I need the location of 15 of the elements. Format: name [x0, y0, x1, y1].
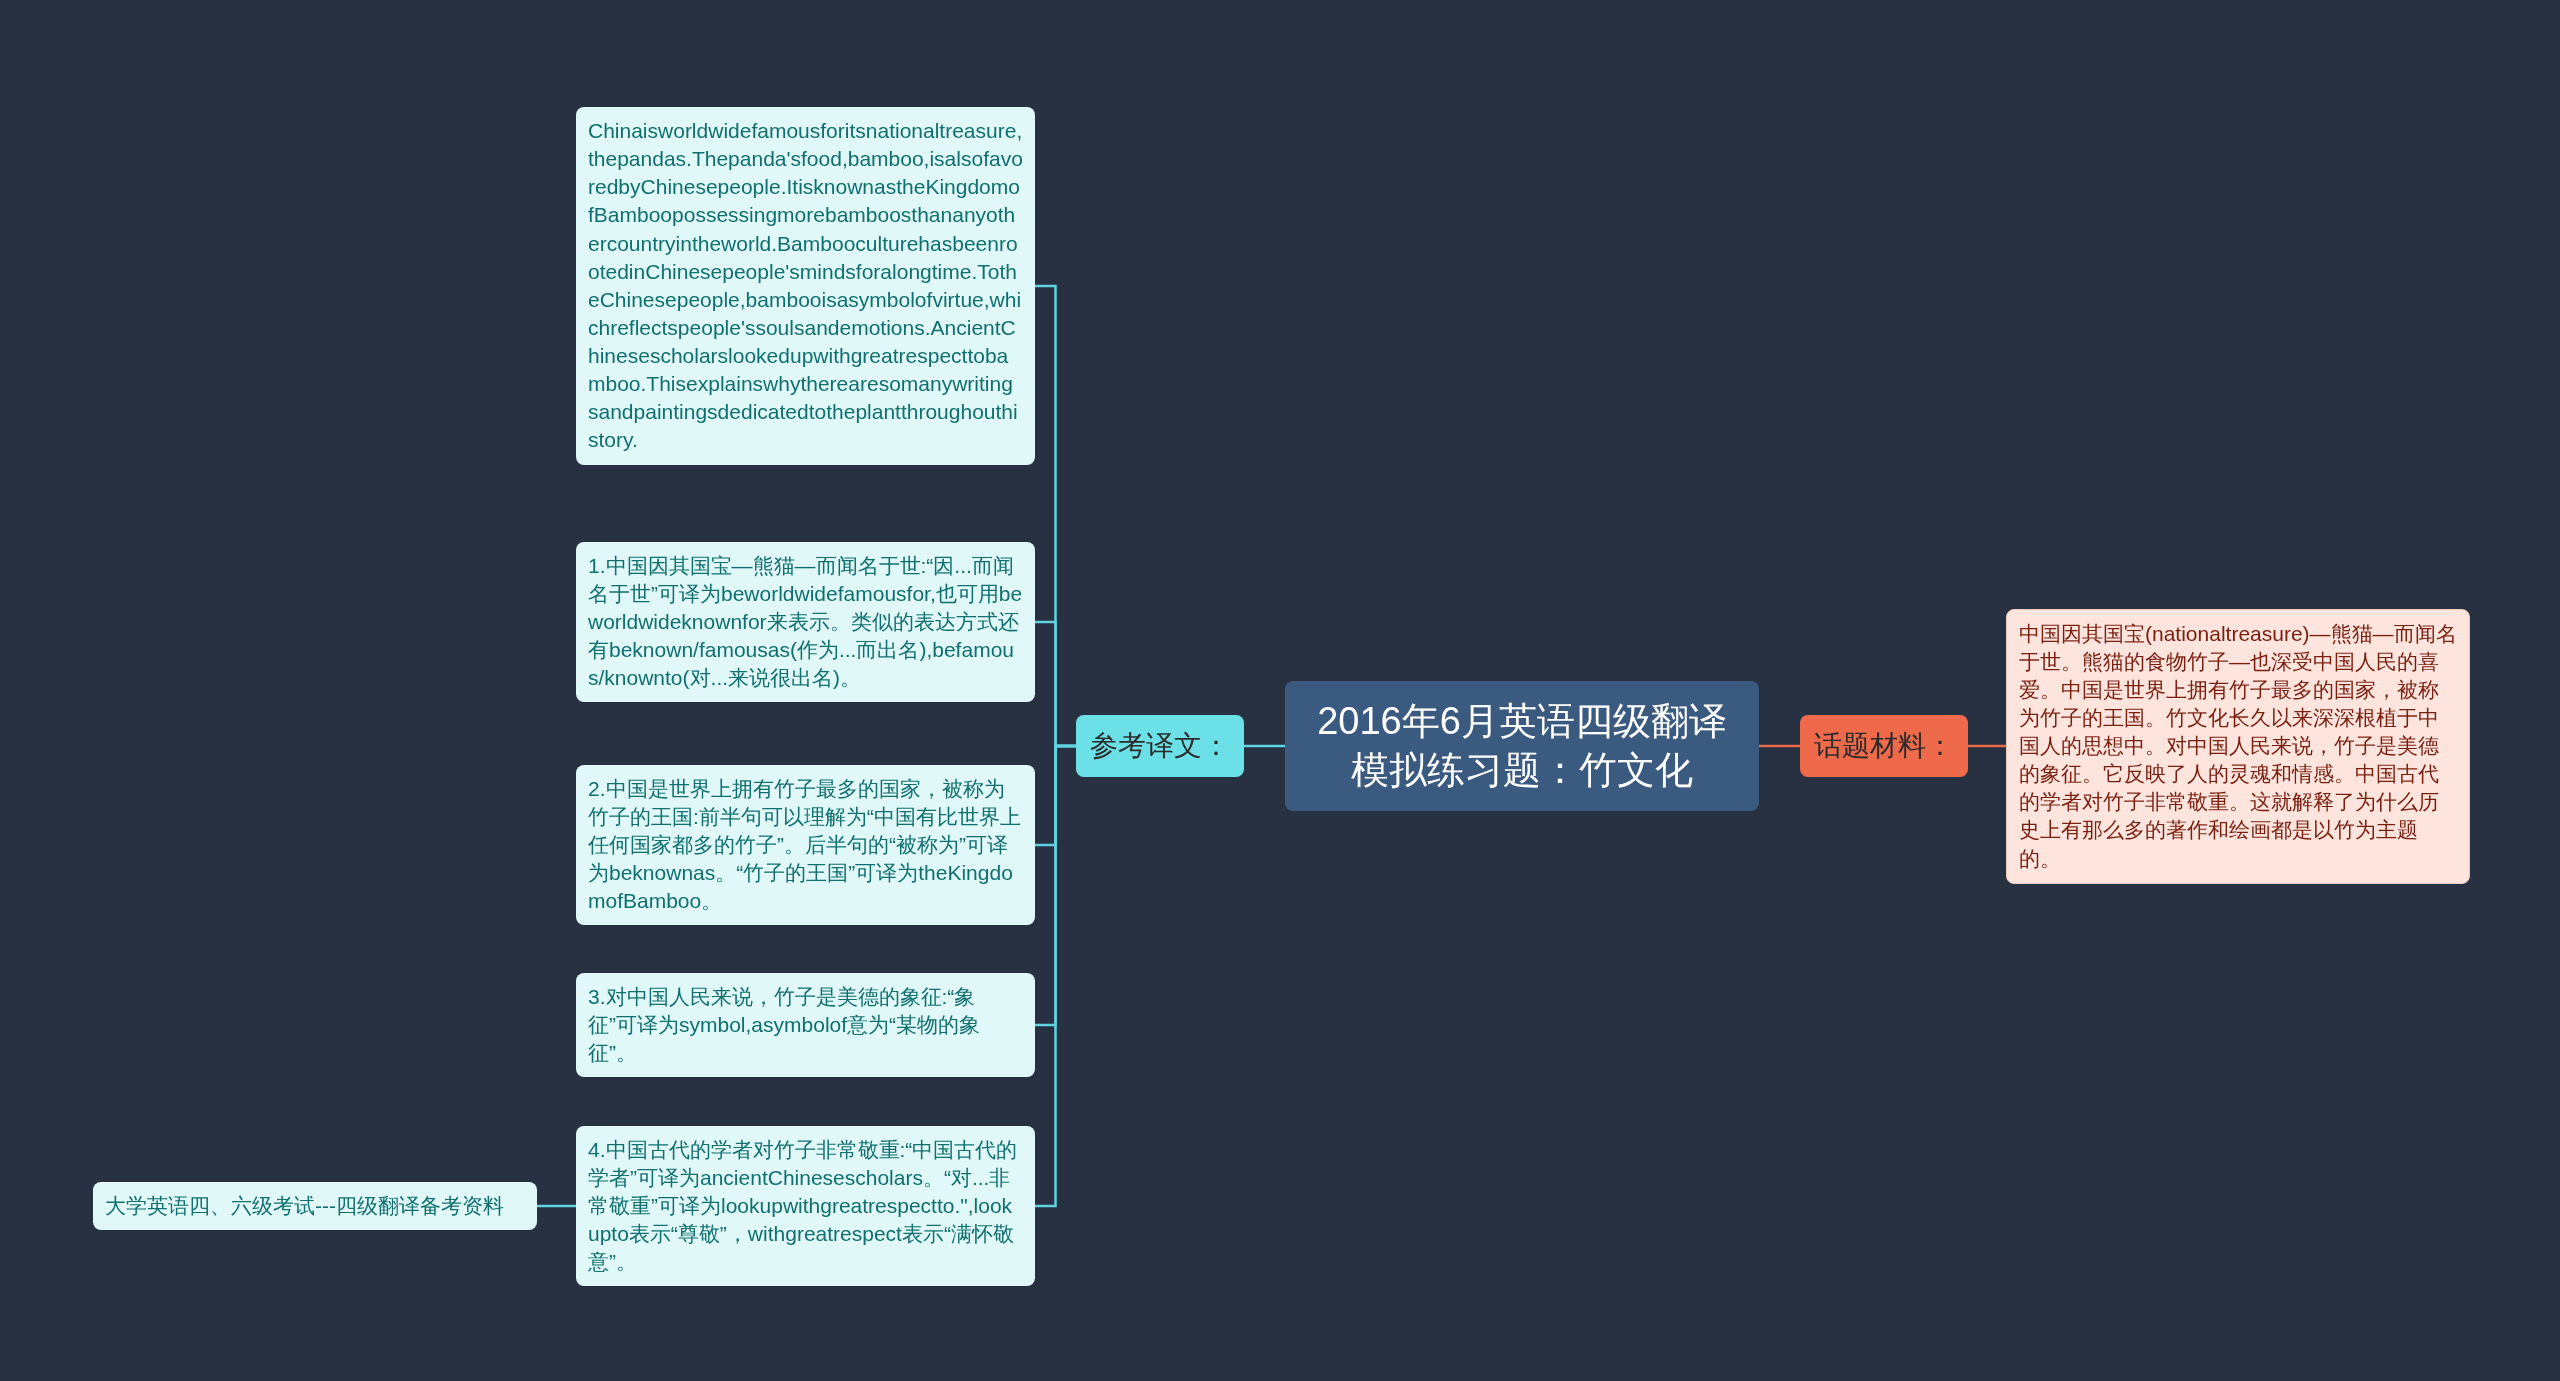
note-card: 大学英语四、六级考试---四级翻译备考资料	[93, 1182, 537, 1231]
connector-line	[537, 1204, 576, 1208]
note-card: 4.中国古代的学者对竹子非常敬重:“中国古代的学者”可译为ancientChinesescholars。“对...非常敬重”可译为lookupwithgreatrespectto.",lookupto表示“尊敬”，withgreatrespect表示“满怀敬意”。	[576, 1125, 1035, 1287]
connector-line	[1244, 744, 1285, 748]
branch-box: 话题材料：	[1800, 715, 1968, 777]
note-card: Chinaisworldwidefamousforitsnationaltreasure,thepandas.Thepanda'sfood,bamboo,isalsofavoredbyChinesepeople.ItisknownastheKingdomofBamboopossessingmorebamboosthananyothercountryintheworld.BambooculturehasbeenrootedinChinesepeople'smindsforalongtime.TotheChinesepeople,bambooisasymbolofvirtue,whichreflectspeople'ssoulsandemotions.AncientChinesescholarslookedupwithgreatrespecttobamboo.Thisexplainswhytherearesomanywritingsandpaintingsdedicatedtotheplantthroughouthistory.	[576, 107, 1035, 465]
branch-box: 参考译文：	[1076, 715, 1244, 777]
connector-line	[1759, 744, 1800, 748]
note-card: 2.中国是世界上拥有竹子最多的国家，被称为竹子的王国:前半句可以理解为“中国有比世界上任何国家都多的竹子”。后半句的“被称为”可译为beknownas。“竹子的王国”可译为theKingdomofBamboo。	[576, 764, 1035, 926]
connector-line	[1968, 744, 2006, 748]
connector-line	[1035, 744, 1076, 1208]
note-card: 中国因其国宝(nationaltreasure)—熊猫—而闻名于世。熊猫的食物竹子—也深受中国人民的喜爱。中国是世界上拥有竹子最多的国家，被称为竹子的王国。竹文化长久以来深深根植于中国人的思想中。对中国人民来说，竹子是美德的象征。它反映了人的灵魂和情感。中国古代的学者对竹子非常敬重。这就解释了为什么历史上有那么多的著作和绘画都是以竹为主题的。	[2006, 608, 2470, 884]
topic-box: 2016年6月英语四级翻译模拟练习题：竹文化	[1285, 680, 1759, 812]
note-card: 1.中国因其国宝—熊猫—而闻名于世:“因...而闻名于世”可译为beworldwidefamousfor,也可用beworldwideknownfor来表示。类似的表达方式还有beknown/famousas(作为...而出名),befamous/knownto(对...来说很出名)。	[576, 541, 1035, 703]
note-card: 3.对中国人民来说，竹子是美德的象征:“象征”可译为symbol,asymbolof意为“某物的象征”。	[576, 973, 1035, 1078]
